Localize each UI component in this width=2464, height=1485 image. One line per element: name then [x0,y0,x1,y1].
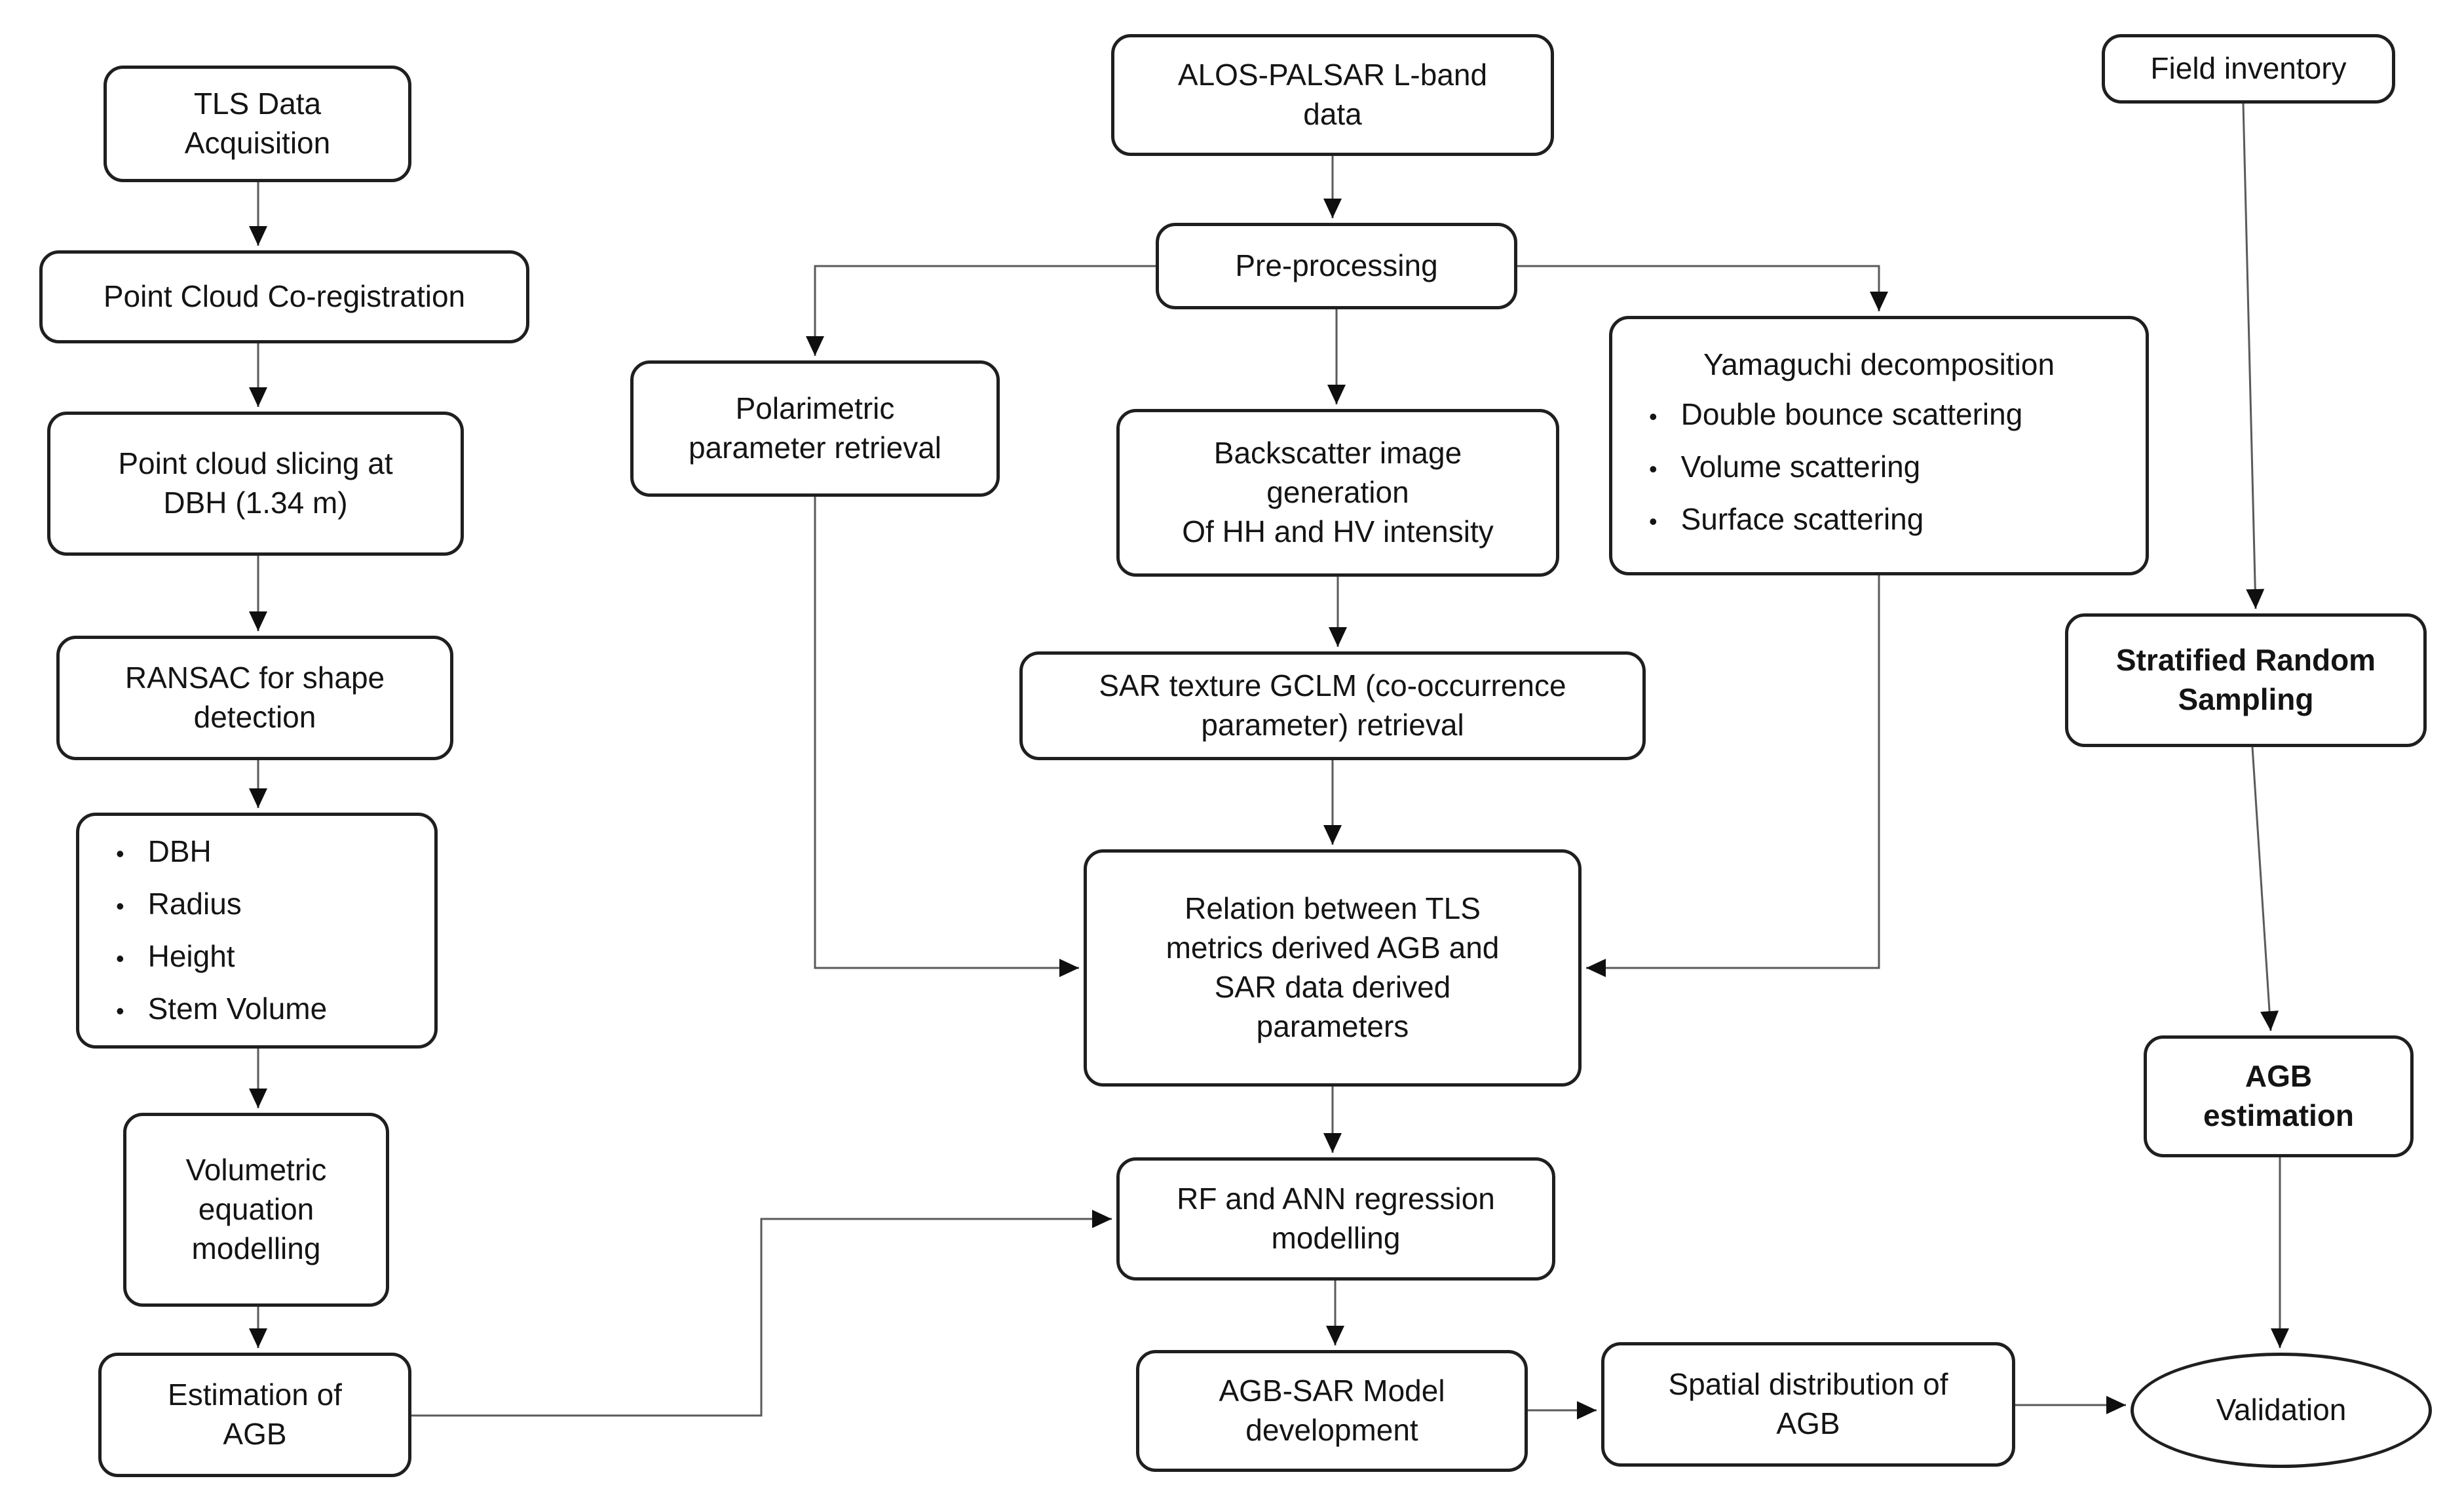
list-item: • DBH [99,832,415,872]
node-estimation-of-agb: Estimation of AGB [98,1353,411,1477]
node-label: Stratified Random Sampling [2115,643,2376,716]
node-label: SAR texture GCLM (co-occurrence paramete… [1099,668,1566,742]
node-label: TLS Data Acquisition [184,87,331,160]
node-point-cloud-slicing: Point cloud slicing at DBH (1.34 m) [47,412,464,556]
list-item-label: Stem Volume [147,991,328,1026]
node-rf-ann-regression-modelling: RF and ANN regression modelling [1116,1157,1555,1281]
node-field-inventory: Field inventory [2102,34,2395,104]
connector [806,265,1156,356]
node-point-cloud-co-registration: Point Cloud Co-registration [39,250,529,343]
bullet-icon: • [116,945,124,972]
connector [1517,265,1888,311]
node-label: Point cloud slicing at DBH (1.34 m) [118,446,393,520]
list-item-label: Volume scattering [1680,450,1921,484]
bullet-icon: • [1649,455,1658,482]
list-item-label: Radius [147,887,242,921]
list-item: • Radius [99,885,415,924]
node-tls-data-acquisition: TLS Data Acquisition [104,66,411,182]
node-label: AGB estimation [2203,1059,2355,1132]
node-label: ALOS-PALSAR L-band data [1177,58,1488,131]
node-tls-metrics-list: • DBH • Radius • Height • Stem Volume [76,813,438,1049]
list-item: • Stem Volume [99,990,415,1029]
node-agb-estimation: AGB estimation [2144,1035,2414,1157]
node-label: Volumetric equation modelling [185,1153,327,1265]
node-volumetric-equation-modelling: Volumetric equation modelling [123,1113,389,1307]
node-label: AGB-SAR Model development [1219,1374,1445,1447]
node-pre-processing: Pre-processing [1156,223,1517,309]
connector [1586,575,1880,977]
list-item: • Volume scattering [1632,448,2126,487]
node-validation: Validation [2131,1353,2432,1468]
bullet-icon: • [116,997,124,1024]
bullet-icon: • [116,840,124,868]
list-item: • Double bounce scattering [1632,395,2126,434]
node-backscatter-image-generation: Backscatter image generation Of HH and H… [1116,409,1559,577]
list-item-label: Double bounce scattering [1680,397,2023,432]
connector [2251,746,2279,1032]
node-label: Spatial distribution of AGB [1668,1367,1948,1440]
node-title: Yamaguchi decomposition [1703,347,2055,382]
node-label: RF and ANN regression modelling [1177,1182,1495,1255]
list-item: • Surface scattering [1632,500,2126,539]
node-label: RANSAC for shape detection [124,661,385,734]
node-agb-sar-model-development: AGB-SAR Model development [1136,1350,1528,1472]
node-label: Point Cloud Co-registration [103,279,466,314]
node-yamaguchi-decomposition: Yamaguchi decomposition • Double bounce … [1609,316,2149,575]
node-label: Backscatter image generation Of HH and H… [1182,436,1494,549]
node-label: Field inventory [2150,51,2347,86]
connector [411,1210,1112,1417]
node-relation-tls-agb-sar: Relation between TLS metrics derived AGB… [1084,849,1582,1087]
node-sar-texture-gclm-retrieval: SAR texture GCLM (co-occurrence paramete… [1019,651,1646,760]
bullet-icon: • [1649,403,1658,431]
node-label: Validation [2216,1393,2347,1427]
connector [814,497,1079,977]
bullet-icon: • [116,893,124,920]
node-label: Estimation of AGB [168,1378,342,1451]
connector [2242,103,2265,609]
node-label: Relation between TLS metrics derived AGB… [1166,891,1500,1043]
node-alos-palsar-data: ALOS-PALSAR L-band data [1111,34,1554,156]
list-item-label: DBH [147,834,212,869]
bullet-icon: • [1649,507,1658,535]
node-label: Pre-processing [1235,248,1438,283]
node-polarimetric-parameter-retrieval: Polarimetric parameter retrieval [630,360,1000,497]
node-stratified-random-sampling: Stratified Random Sampling [2065,613,2427,747]
list-item-label: Height [147,939,235,973]
list-item: • Height [99,937,415,976]
node-spatial-distribution-of-agb: Spatial distribution of AGB [1601,1342,2015,1467]
node-ransac-shape-detection: RANSAC for shape detection [56,636,453,760]
node-label: Polarimetric parameter retrieval [688,391,942,465]
list-item-label: Surface scattering [1680,501,1924,536]
